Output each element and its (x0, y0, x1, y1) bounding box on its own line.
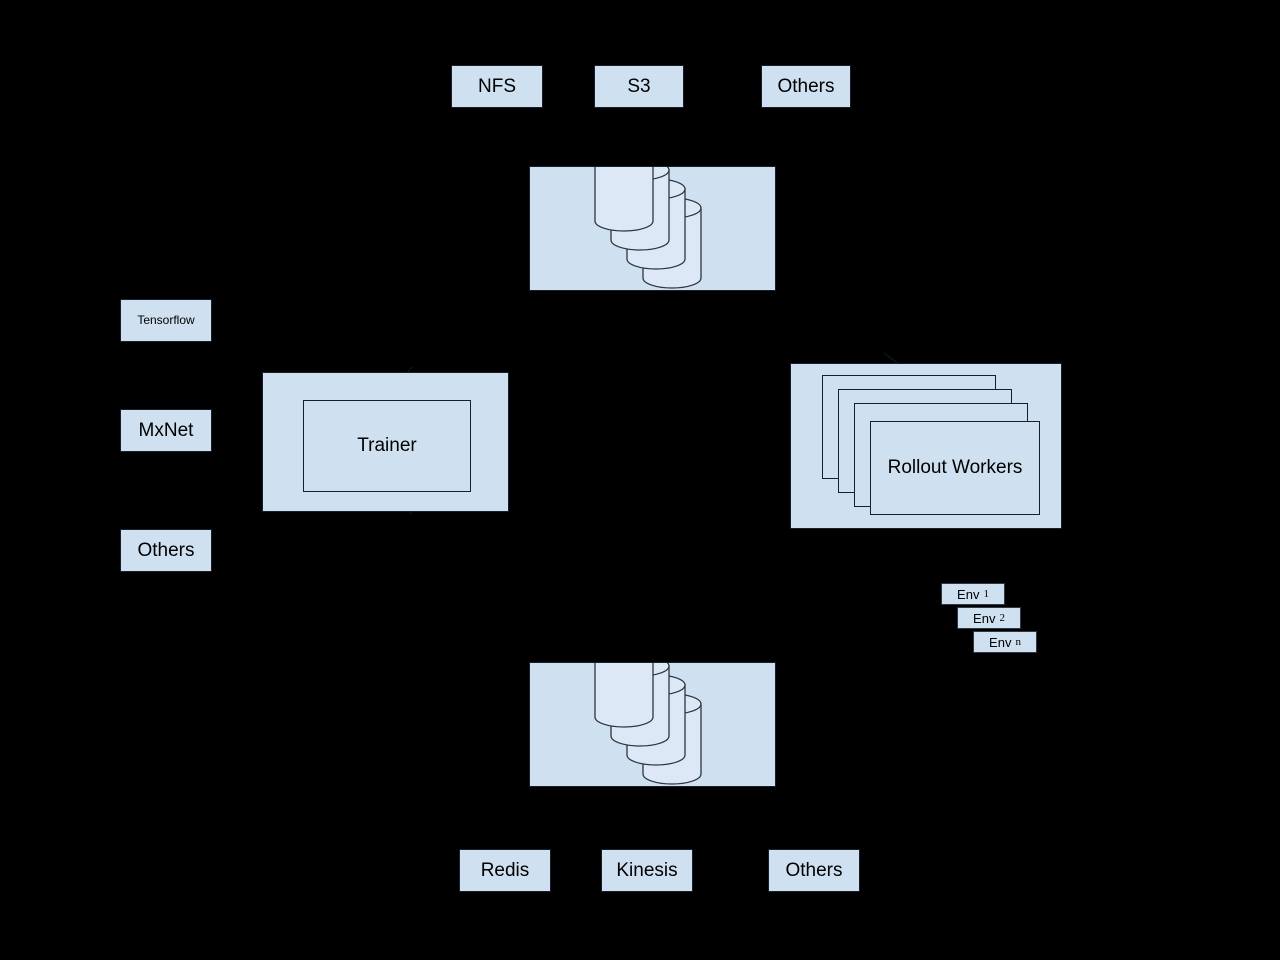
rollout-worker-card-4[interactable] (870, 421, 1040, 515)
rollout-workers-label: Rollout Workers (887, 457, 1023, 478)
storage-node-others-bottom[interactable]: Others (768, 849, 860, 892)
env-instance-1[interactable]: Env 1 (941, 583, 1005, 605)
env-index-1: 1 (983, 588, 989, 600)
env-label-1: Env (957, 586, 980, 602)
storage-node-kinesis[interactable]: Kinesis (601, 849, 693, 892)
framework-node-others[interactable]: Others (120, 529, 212, 572)
env-instance-n[interactable]: Env n (973, 631, 1037, 653)
storage-node-s3[interactable]: S3 (594, 65, 684, 108)
database-cylinders-icon-bottom (594, 663, 702, 785)
env-label-2: Env (973, 610, 996, 626)
replay-buffer-store-top[interactable] (529, 166, 776, 291)
storage-node-redis[interactable]: Redis (459, 849, 551, 892)
env-label-n: Env (989, 634, 1012, 650)
storage-node-nfs[interactable]: NFS (451, 65, 543, 108)
framework-node-mxnet[interactable]: MxNet (120, 409, 212, 452)
database-cylinders-icon-top (594, 167, 702, 289)
framework-node-tensorflow[interactable]: Tensorflow (120, 299, 212, 342)
env-index-2: 2 (999, 612, 1005, 624)
env-index-n: n (1015, 636, 1021, 648)
env-instance-2[interactable]: Env 2 (957, 607, 1021, 629)
replay-buffer-store-bottom[interactable] (529, 662, 776, 787)
storage-node-others-top[interactable]: Others (761, 65, 851, 108)
trainer-box[interactable]: Trainer (303, 400, 471, 492)
